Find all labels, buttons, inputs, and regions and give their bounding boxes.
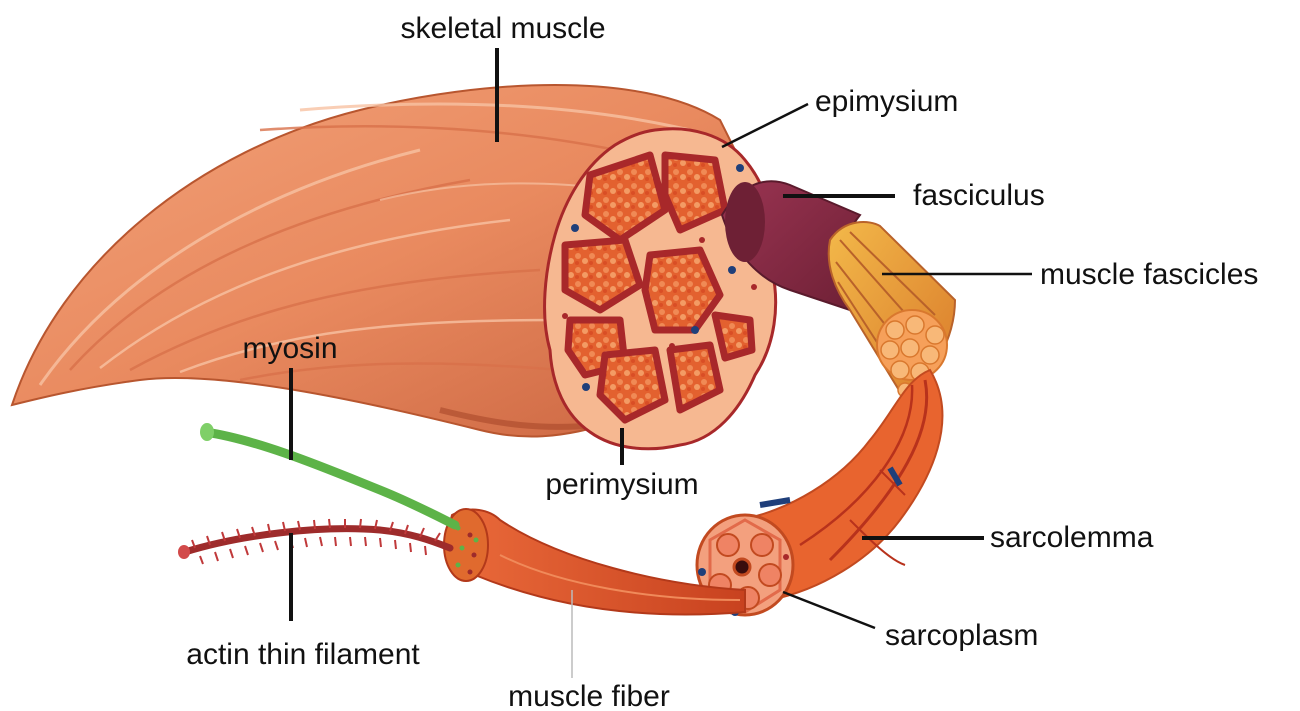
label-myosin: myosin xyxy=(242,332,337,365)
leader-sarcoplasm xyxy=(783,592,875,628)
myosin-filament xyxy=(200,423,455,525)
label-sarcolemma: sarcolemma xyxy=(990,521,1154,554)
label-skeletal-muscle: skeletal muscle xyxy=(400,12,605,45)
muscle-fascicles-bundle xyxy=(829,222,955,400)
label-sarcoplasm: sarcoplasm xyxy=(885,619,1038,652)
label-perimysium: perimysium xyxy=(545,468,698,501)
label-muscle-fiber: muscle fiber xyxy=(508,680,670,711)
label-fasciculus: fasciculus xyxy=(913,179,1045,212)
label-actin-thin-filament: actin thin filament xyxy=(186,638,420,671)
leader-epimysium xyxy=(722,104,808,147)
label-epimysium: epimysium xyxy=(815,85,958,118)
label-muscle-fascicles: muscle fascicles xyxy=(1040,258,1258,291)
actin-filament xyxy=(178,519,450,564)
